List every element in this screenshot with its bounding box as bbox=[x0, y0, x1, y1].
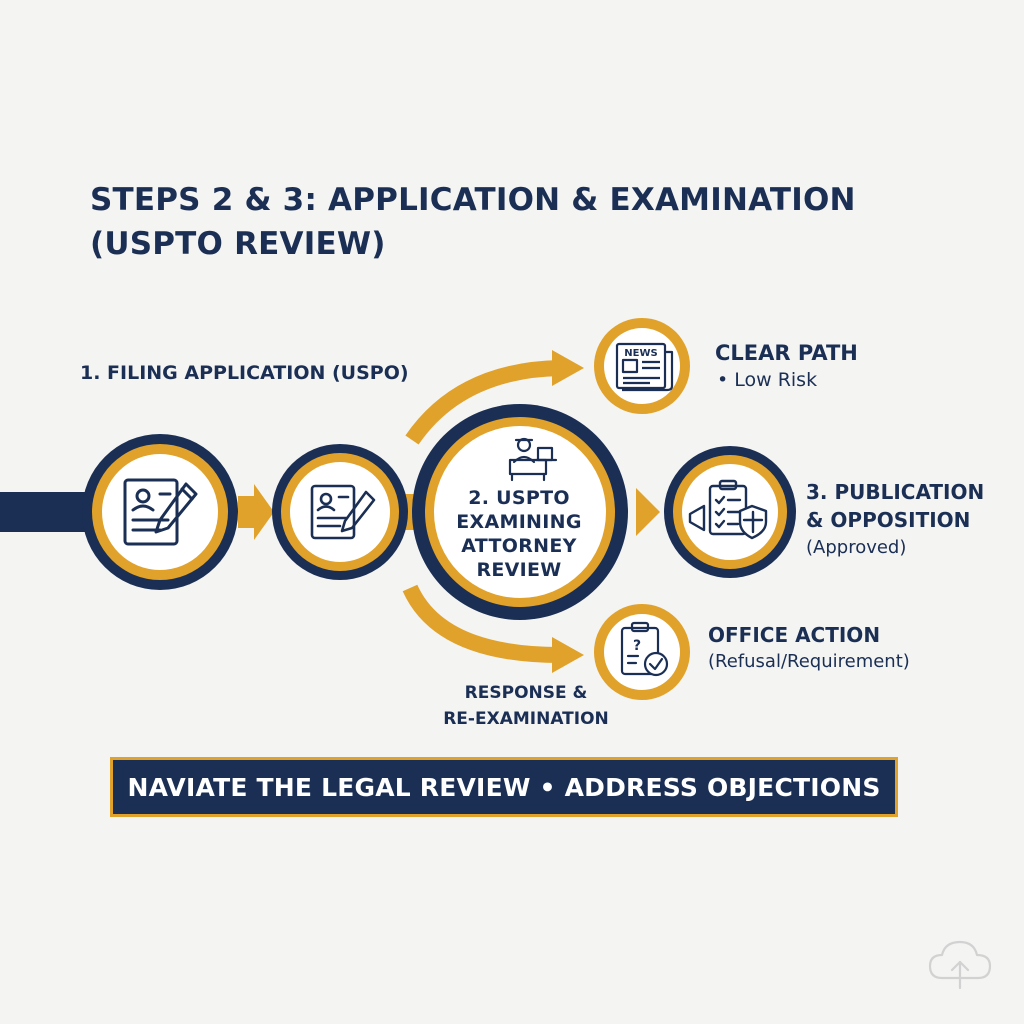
newspaper-text: NEWS bbox=[624, 348, 657, 359]
clear-path-detail: • Low Risk bbox=[717, 369, 818, 391]
incoming-flow-bar bbox=[0, 492, 92, 532]
review-step-label-line-2: EXAMINING bbox=[456, 511, 582, 533]
clipboard-question-icon bbox=[620, 621, 669, 677]
arrowhead-clear-path bbox=[552, 350, 584, 386]
page-title: STEPS 2 & 3: APPLICATION & EXAMINATION (… bbox=[90, 178, 950, 266]
page-title-line-2: (USPTO REVIEW) bbox=[90, 226, 386, 262]
filing-step-circle bbox=[82, 434, 238, 590]
bottom-banner: NAVIATE THE LEGAL REVIEW • ADDRESS OBJEC… bbox=[110, 757, 898, 817]
response-label-line-1: RESPONSE & bbox=[464, 683, 588, 703]
page-title-line-1: STEPS 2 & 3: APPLICATION & EXAMINATION bbox=[90, 182, 856, 218]
review-step-label: 2. USPTO EXAMINING ATTORNEY REVIEW bbox=[449, 486, 589, 582]
review-step-label-line-4: REVIEW bbox=[476, 559, 562, 581]
clear-path-heading: CLEAR PATH bbox=[715, 341, 858, 365]
publication-heading-line-1: 3. PUBLICATION bbox=[806, 480, 985, 504]
connector-arrow bbox=[636, 488, 660, 536]
review-step-label-line-1: 2. USPTO bbox=[468, 487, 570, 509]
response-label-line-2: RE-EXAMINATION bbox=[443, 709, 609, 729]
publication-step-circle bbox=[664, 446, 796, 578]
document-pen-icon bbox=[310, 484, 376, 540]
bottom-banner-text: NAVIATE THE LEGAL REVIEW • ADDRESS OBJEC… bbox=[127, 772, 881, 802]
publication-detail: (Approved) bbox=[806, 537, 907, 558]
clear-path-label: CLEAR PATH • Low Risk bbox=[715, 340, 858, 394]
office-action-detail: (Refusal/Requirement) bbox=[708, 651, 910, 672]
clipboard-megaphone-shield-icon bbox=[688, 479, 768, 540]
response-label: RESPONSE & RE-EXAMINATION bbox=[436, 680, 616, 732]
review-step-circle bbox=[412, 404, 628, 620]
clear-path-circle: NEWS bbox=[594, 318, 690, 414]
cloud-upload-icon bbox=[928, 940, 992, 990]
curved-arrow-to-clear-path bbox=[405, 360, 561, 445]
document-pen-icon bbox=[123, 478, 198, 546]
office-action-label: OFFICE ACTION (Refusal/Requirement) bbox=[708, 622, 910, 676]
office-action-heading: OFFICE ACTION bbox=[708, 623, 881, 647]
filing-label: 1. FILING APPLICATION (USPO) bbox=[80, 362, 409, 384]
curved-arrow-to-office-action bbox=[402, 584, 561, 663]
arrowhead-office-action bbox=[552, 637, 584, 673]
document-step-circle bbox=[272, 444, 408, 580]
publication-label: 3. PUBLICATION & OPPOSITION (Approved) bbox=[806, 478, 984, 562]
publication-heading-line-2: & OPPOSITION bbox=[806, 508, 971, 532]
office-action-circle: ? bbox=[594, 604, 690, 700]
newspaper-icon bbox=[615, 342, 674, 392]
question-mark: ? bbox=[633, 638, 641, 654]
attorney-desk-icon bbox=[508, 437, 558, 482]
connector-arrow bbox=[238, 484, 274, 540]
review-step-label-line-3: ATTORNEY bbox=[461, 535, 577, 557]
